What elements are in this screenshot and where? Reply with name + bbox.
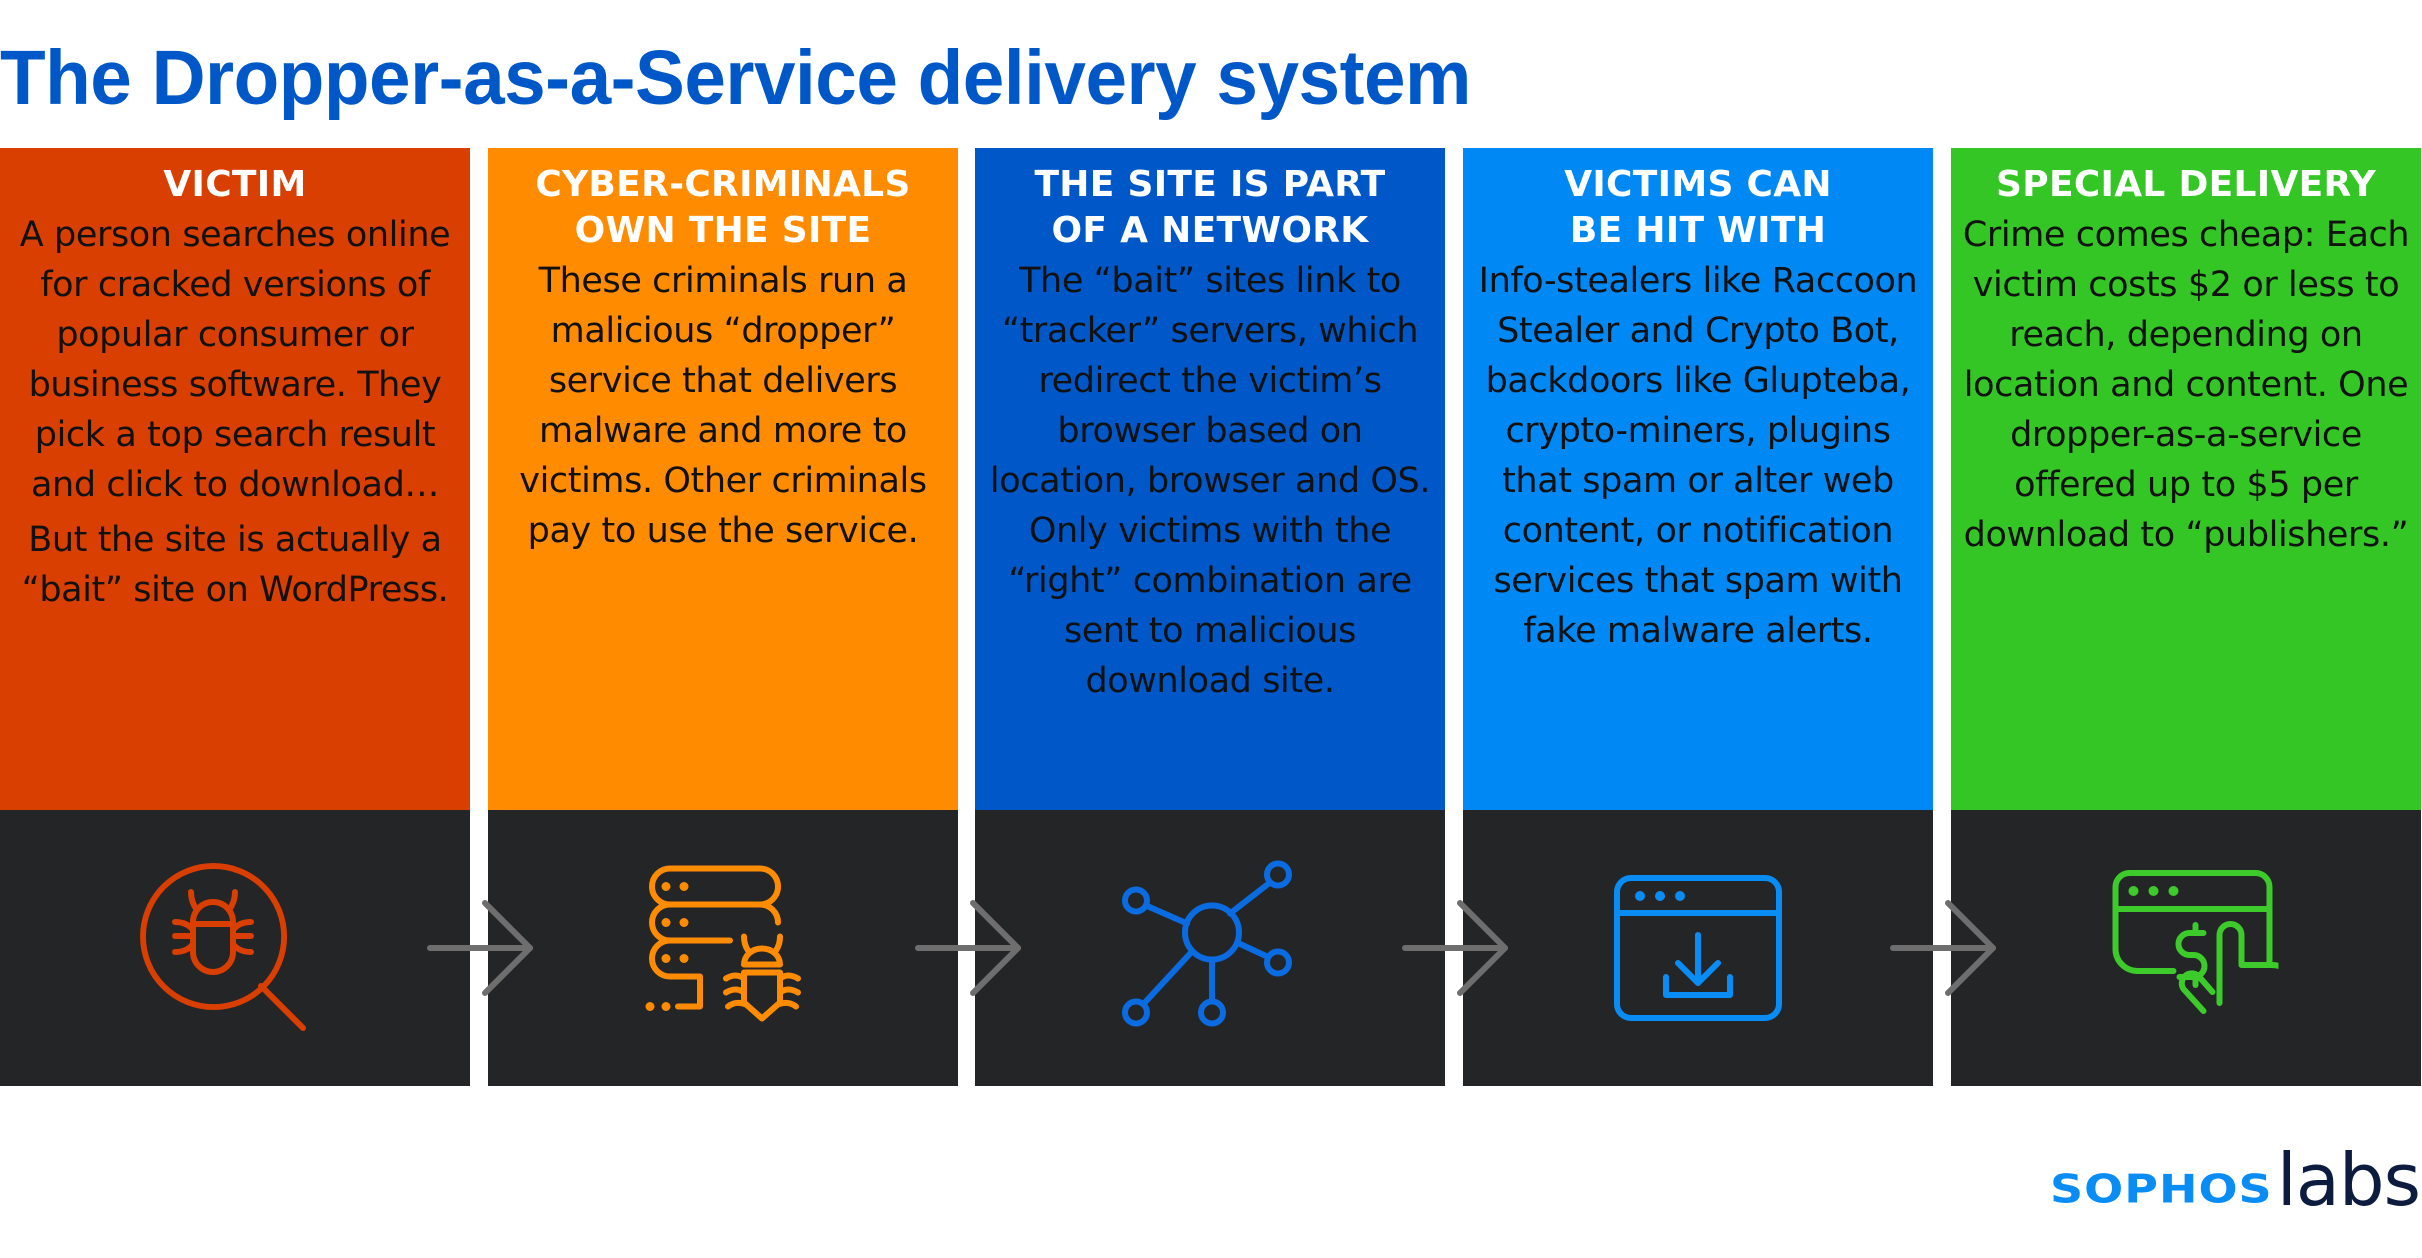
panel-paragraph: But the site is actually a “bait” site o…: [21, 520, 449, 610]
logo-brand: SOPHOS: [2050, 1166, 2273, 1212]
panel-icon-area: [975, 810, 1445, 1086]
flow-arrow-icon: [915, 900, 1021, 996]
page-title: The Dropper-as-a-Service delivery system: [0, 35, 1471, 121]
browser-payment-click-icon: [2112, 870, 2279, 1014]
panel-special-delivery: SPECIAL DELIVERY Crime comes cheap: Each…: [1951, 148, 2421, 1086]
flow-arrow-icon: [1890, 900, 1996, 996]
panel-victim: VICTIM A person searches online for crac…: [0, 148, 470, 1086]
panel-heading: VICTIM: [163, 164, 307, 205]
server-bug-icon: [645, 865, 801, 1022]
bug-magnifier-icon: [140, 863, 306, 1031]
panel-paragraph: A person searches online for cracked ver…: [19, 215, 451, 505]
flow-arrow-icon: [427, 900, 533, 996]
sophoslabs-logo: SOPHOSlabs: [2050, 1138, 2421, 1222]
panel-icon-area: [1951, 810, 2421, 1086]
panel-paragraph: The “bait” sites link to “tracker” serve…: [989, 261, 1431, 701]
network-hub-icon: [1122, 860, 1292, 1027]
panel-icon-area: [488, 810, 958, 1086]
panel-special-delivery-header: SPECIAL DELIVERY Crime comes cheap: Each…: [1951, 148, 2421, 810]
logo-suffix: labs: [2276, 1138, 2421, 1222]
panel-victim-header: VICTIM A person searches online for crac…: [0, 148, 470, 810]
panel-icon-area: [0, 810, 470, 1086]
panel-body: Info-stealers like Raccoon Stealer and C…: [1471, 256, 1925, 656]
panel-heading: SPECIAL DELIVERY: [1996, 164, 2376, 205]
panel-body: The “bait” sites link to “tracker” serve…: [983, 256, 1437, 706]
panel-paragraph: Info-stealers like Raccoon Stealer and C…: [1478, 261, 1918, 651]
panel-body: A person searches online for cracked ver…: [14, 210, 456, 615]
browser-download-icon: [1614, 875, 1782, 1021]
panel-body: These criminals run a malicious “dropper…: [496, 256, 950, 556]
panel-icon-area: [1463, 810, 1933, 1086]
panel-body: Crime comes cheap: Each victim costs $2 …: [1959, 210, 2413, 560]
flow-arrow-icon: [1402, 900, 1508, 996]
panel-paragraph: Crime comes cheap: Each victim costs $2 …: [1962, 215, 2410, 555]
panel-paragraph: These criminals run a malicious “dropper…: [519, 261, 927, 551]
